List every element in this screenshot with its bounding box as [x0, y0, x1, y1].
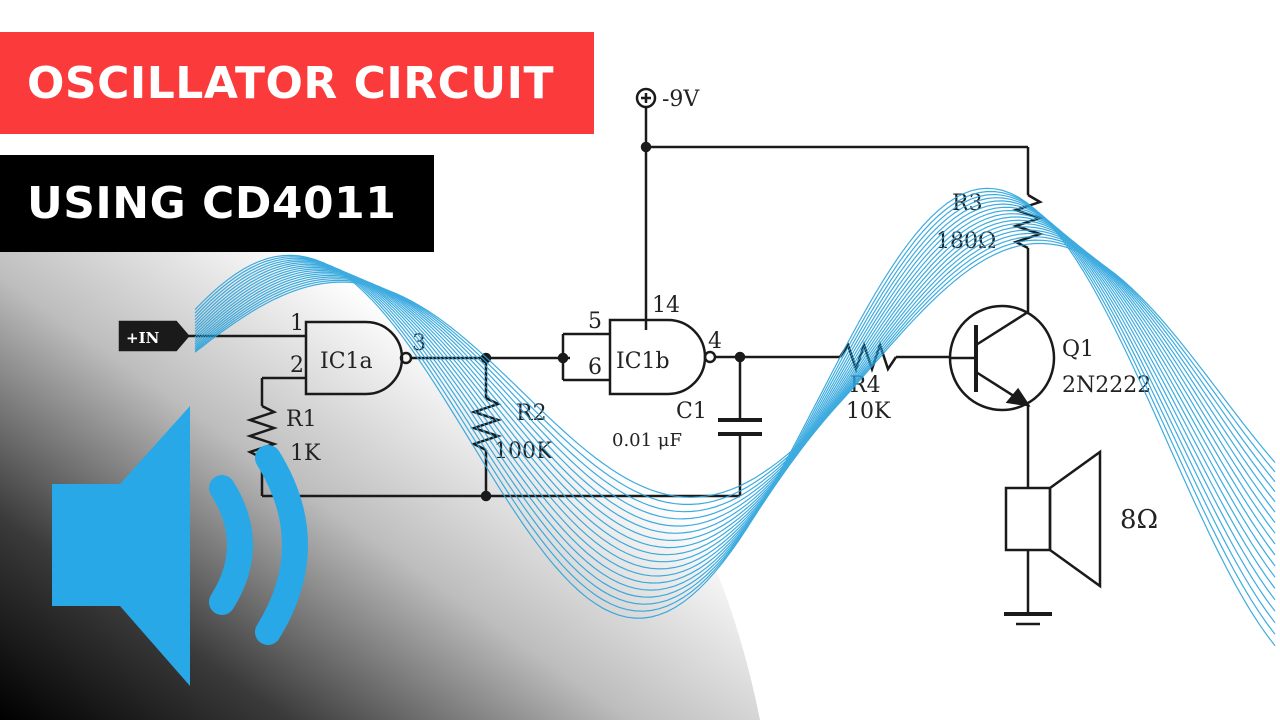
pin-2: 2	[290, 353, 304, 378]
wave-line	[194, 209, 1276, 570]
subtitle-text: USING CD4011	[27, 178, 397, 229]
subtitle-banner: USING CD4011	[0, 155, 434, 252]
speaker-cone	[1048, 449, 1102, 589]
speaker-value: 8Ω	[1120, 505, 1158, 535]
r1-name: R1	[286, 407, 317, 432]
sine-wave-lines	[194, 187, 1276, 647]
pin-4: 4	[708, 329, 722, 354]
r2-resistor	[470, 396, 502, 452]
c1-value: 0.01 μF	[612, 430, 682, 451]
schematic-labels: -9V +IN 1 2 3 5 6 4 14 IC1a IC1b R1 1K R…	[126, 87, 1158, 535]
pin-1: 1	[290, 311, 304, 336]
ic1a-label: IC1a	[320, 349, 373, 374]
title-text: OSCILLATOR CIRCUIT	[27, 57, 555, 109]
c1-name: C1	[676, 399, 707, 424]
wave-line	[194, 216, 1276, 556]
wave-line	[194, 197, 1276, 612]
ic1b-label: IC1b	[616, 349, 670, 374]
wave-line	[194, 213, 1276, 563]
wave-line	[194, 200, 1276, 601]
r4-value: 10K	[846, 399, 891, 424]
r1-resistor	[246, 404, 278, 460]
pin-5: 5	[588, 309, 602, 334]
r1-value: 1K	[290, 441, 321, 466]
input-tag-label: +IN	[126, 329, 160, 347]
speaker-body	[52, 406, 190, 686]
sound-wave-large	[255, 445, 308, 645]
q1-part: 2N2222	[1062, 373, 1151, 398]
supply-label: -9V	[662, 87, 700, 112]
wave-line	[194, 190, 1276, 635]
wave-line	[194, 203, 1276, 589]
wave-line	[194, 187, 1276, 647]
r3-resistor	[1012, 193, 1044, 250]
input-tag	[118, 320, 190, 352]
speaker-sound-icon	[52, 406, 308, 686]
wave-line	[194, 193, 1276, 624]
sound-wave-small	[209, 475, 253, 615]
wave-line	[194, 219, 1276, 549]
pin-6: 6	[588, 355, 602, 380]
pin-14: 14	[652, 293, 680, 318]
wave-line	[194, 206, 1276, 578]
q1-name: Q1	[1062, 337, 1094, 362]
title-banner: OSCILLATOR CIRCUIT	[0, 32, 594, 134]
